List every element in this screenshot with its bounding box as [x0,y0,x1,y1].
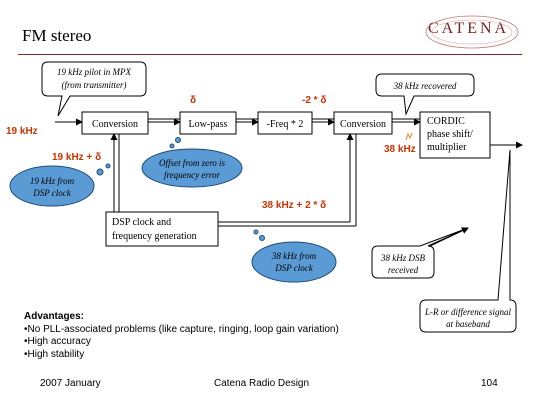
cloud-38-line2: DSP clock [274,263,314,273]
cordic-label-2: phase shift/ [427,129,473,140]
cloud-38khz: 38 kHz from DSP clock [251,229,337,283]
dsp-clock-block [105,211,219,247]
footer-center: Catena Radio Design [214,378,310,389]
slide-title: FM stereo [22,26,92,45]
delta-label: δ [190,95,196,106]
dsb-callout-line2: received [388,265,419,275]
pilot-callout [41,61,147,117]
cloud-19-line2: DSP clock [32,188,72,198]
logo-swirl-icon [425,15,519,49]
lowpass-block [179,111,237,135]
freq-multiplier-label: -Freq * 2 [267,119,304,130]
lr-callout [419,149,517,333]
cloud-19khz: 19 kHz from DSP clock [9,163,111,207]
title-rule [18,54,522,55]
dsb-callout [371,227,469,279]
page-number: 104 [481,378,498,389]
19khz-plus-delta-label: 19 kHz + δ [52,152,101,163]
minus-2-delta-label: -2 * δ [302,95,326,106]
dsp-label-2: frequency generation [112,231,197,242]
recovered-callout [375,73,475,116]
cloud-offset: Offset from zero is frequency error [141,137,243,188]
recovered-callout-text: 38 kHz recovered [393,81,457,91]
cordic-label-3: multiplier [427,142,467,153]
dsb-callout-line1: 38 kHz DSB [380,253,425,263]
conversion-2-label: Conversion [340,119,386,130]
cloud-offset-line2: frequency error [164,170,221,180]
advantage-item: •High accuracy [24,336,91,347]
input-19khz-label: 19 kHz [6,126,38,137]
cordic-label-1: CORDIC [427,116,465,127]
pilot-callout-line1: 19 kHz pilot in MPX [57,67,131,77]
lr-callout-line1: L-R or difference signal [424,307,511,317]
advantage-item: •High stability [24,348,85,360]
pilot-callout-line2: (from transmitter) [62,80,127,90]
lr-callout-line2: at baseband [446,319,490,329]
38khz-label: 38 kHz [384,144,416,155]
advantages-block: Advantages: •No PLL-associated problems … [24,311,339,361]
conversion-1-label: Conversion [92,119,138,130]
dsp-label-1: DSP clock and [112,217,171,228]
cloud-offset-line1: Offset from zero is [159,158,226,168]
cloud-38-line1: 38 kHz from [271,251,317,261]
footer-date: 2007 January [40,378,101,389]
cloud-19-line1: 19 kHz from [30,176,75,186]
phase-squiggle-icon [405,132,413,141]
advantage-item: •No PLL-associated problems (like captur… [24,323,339,335]
advantages-heading: Advantages: [24,311,85,322]
freq-multiplier-block [257,111,313,135]
catena-logo: CATENA [428,20,510,37]
lowpass-label: Low-pass [189,119,228,130]
conversion-block-2 [333,111,393,135]
38khz-plus-2delta-label: 38 kHz + 2 * δ [262,200,326,211]
cordic-block [419,111,491,159]
